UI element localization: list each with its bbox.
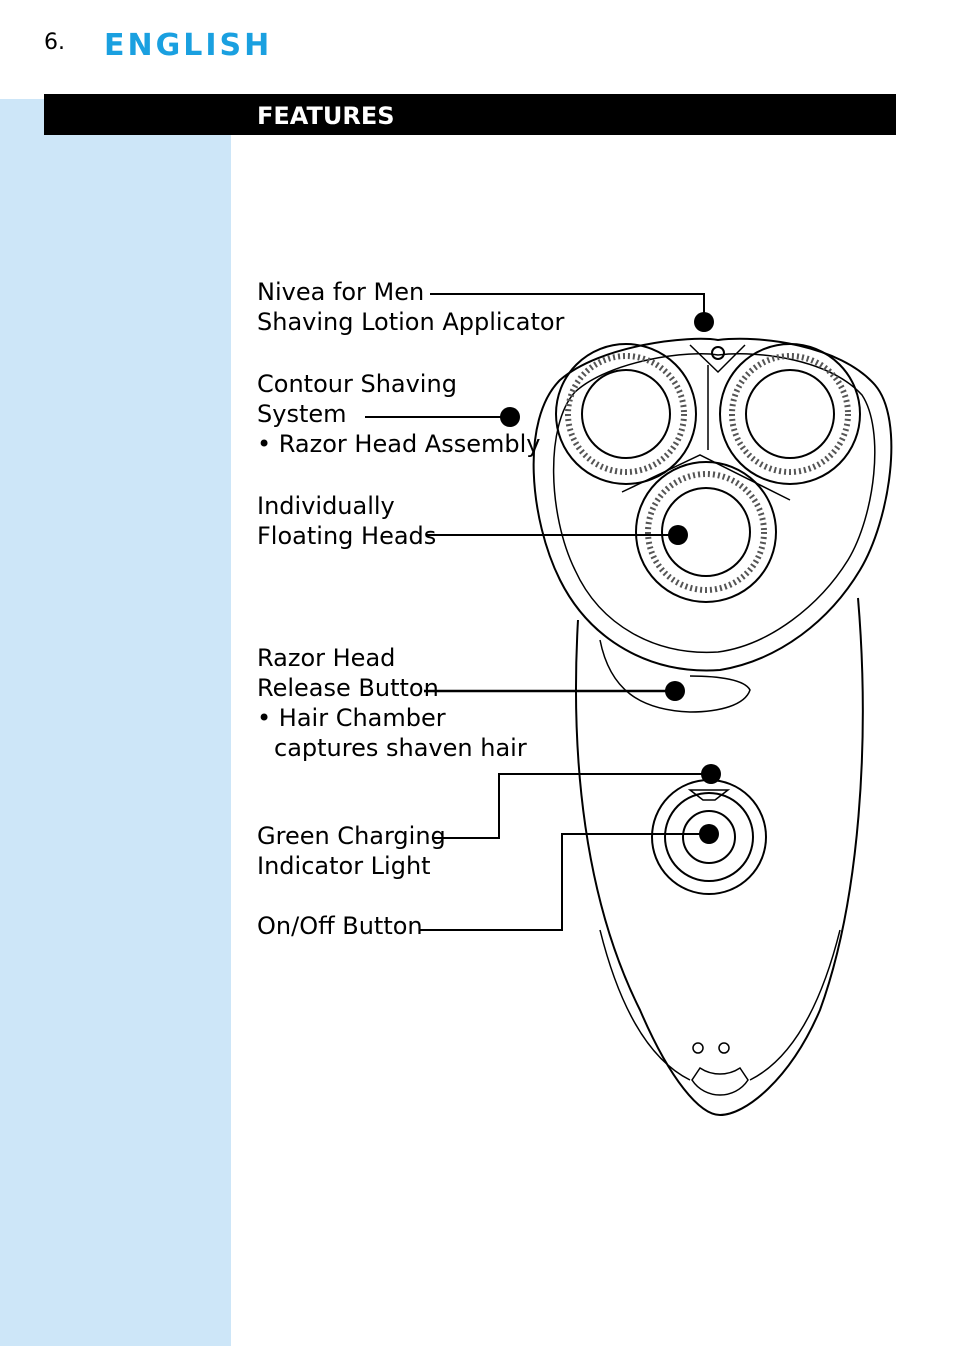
shaver-handle: [575, 597, 864, 1117]
label-contour-line2: System: [257, 400, 347, 428]
label-floating-line1: Individually: [257, 492, 395, 520]
label-applicator-line1: Nivea for Men: [257, 278, 425, 306]
cutter-bottom: [635, 461, 777, 603]
shaver-head: [532, 337, 893, 672]
language-heading: ENGLISH: [104, 28, 273, 63]
label-charging: Green Charging Indicator Light: [257, 821, 446, 881]
callout-dot-release: [665, 681, 685, 701]
callout-dot-onoff: [699, 824, 719, 844]
label-contour-line1: Contour Shaving: [257, 370, 457, 398]
section-bar: FEATURES: [44, 94, 896, 135]
label-release: Razor Head Release Button • Hair Chamber…: [257, 643, 527, 763]
callout-dot-applicator: [694, 312, 714, 332]
label-onoff-line1: On/Off Button: [257, 912, 423, 940]
callout-dot-contour: [500, 407, 520, 427]
label-onoff: On/Off Button: [257, 911, 423, 941]
label-contour-line3: • Razor Head Assembly: [257, 430, 541, 458]
label-release-line1: Razor Head: [257, 644, 396, 672]
label-release-line4: captures shaven hair: [274, 734, 527, 762]
sidebar-panel: [0, 99, 231, 1346]
callout-dot-charging: [701, 764, 721, 784]
label-floating: Individually Floating Heads: [257, 491, 436, 551]
label-applicator-line2: Shaving Lotion Applicator: [257, 308, 565, 336]
label-floating-line2: Floating Heads: [257, 522, 437, 550]
section-title: FEATURES: [257, 102, 395, 130]
cutter-right: [719, 343, 861, 485]
label-release-line2: Release Button: [257, 674, 439, 702]
label-charging-line2: Indicator Light: [257, 852, 431, 880]
label-release-line3: • Hair Chamber: [257, 704, 446, 732]
callout-dot-floating: [668, 525, 688, 545]
leader-charging: [432, 773, 711, 839]
label-contour: Contour Shaving System • Razor Head Asse…: [257, 369, 540, 459]
label-charging-line1: Green Charging: [257, 822, 446, 850]
page-number: 6.: [44, 30, 65, 55]
cutter-left: [555, 343, 697, 485]
label-applicator: Nivea for Men Shaving Lotion Applicator: [257, 277, 564, 337]
leader-onoff: [420, 833, 709, 931]
